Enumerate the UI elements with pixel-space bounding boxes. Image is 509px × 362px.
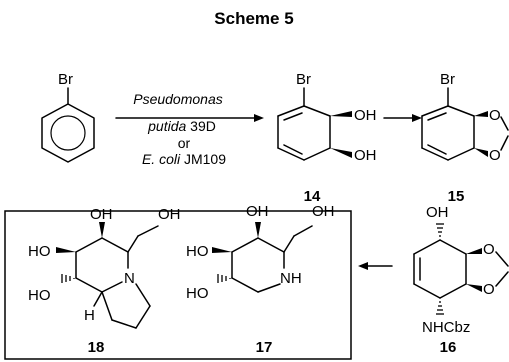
- reagent-pseudomonas: Pseudomonas: [133, 91, 223, 107]
- c15-br-label: Br: [440, 71, 455, 88]
- aromatic-circle: [50, 115, 86, 151]
- c15-o2-label: O: [489, 147, 501, 164]
- bromobenzene: Br: [41, 71, 95, 163]
- c14-br-label: Br: [296, 71, 311, 88]
- c18-ho2-label: HO: [28, 287, 51, 304]
- c17-ho2-label: HO: [186, 285, 209, 302]
- c14-oh1-label: OH: [354, 107, 377, 124]
- compound-15: Br O O 15: [421, 71, 509, 205]
- reagent-putida: putida 39D: [147, 118, 216, 134]
- c18-h-label: H: [84, 307, 95, 324]
- compound-16: OH O O NHCbz 16: [413, 204, 509, 356]
- reagents: Pseudomonas putida 39D or E. coli JM109: [133, 91, 226, 167]
- product-box: [4, 210, 352, 360]
- reaction-arrow-3: [358, 262, 393, 270]
- c17-oh1-label: OH: [246, 203, 269, 220]
- c17-nh-label: NH: [280, 270, 302, 287]
- c17-oh2-label: OH: [312, 203, 335, 220]
- c14-oh2-label: OH: [354, 147, 377, 164]
- compound-18: N OH OH HO HO H 18: [28, 206, 181, 356]
- reaction-arrow-1: [115, 114, 264, 122]
- compound-14: Br OH OH 14: [277, 71, 377, 205]
- c17-ho1-label: HO: [186, 243, 209, 260]
- start-br-label: Br: [58, 71, 73, 88]
- c16-o1-label: O: [483, 241, 495, 258]
- scheme-title: Scheme 5: [214, 9, 293, 28]
- benzene-ring: [41, 103, 95, 163]
- compound-number-17: 17: [256, 339, 273, 356]
- compound-number-18: 18: [88, 339, 105, 356]
- c15-o1-label: O: [489, 107, 501, 124]
- c16-oh-label: OH: [426, 204, 449, 221]
- reagent-ecoli: E. coli JM109: [142, 151, 226, 167]
- c16-nhcbz-label: NHCbz: [422, 319, 470, 336]
- compound-17: NH OH OH HO HO 17: [186, 203, 335, 356]
- compound-number-14: 14: [304, 188, 321, 205]
- c18-oh1-label: OH: [90, 206, 113, 223]
- c18-n-label: N: [124, 270, 135, 287]
- c18-oh2-label: OH: [158, 206, 181, 223]
- reaction-arrow-2: [383, 114, 422, 122]
- c18-ho1-label: HO: [28, 243, 51, 260]
- compound-number-16: 16: [440, 339, 457, 356]
- reagent-or: or: [178, 135, 191, 151]
- c16-o2-label: O: [483, 281, 495, 298]
- compound-number-15: 15: [448, 188, 465, 205]
